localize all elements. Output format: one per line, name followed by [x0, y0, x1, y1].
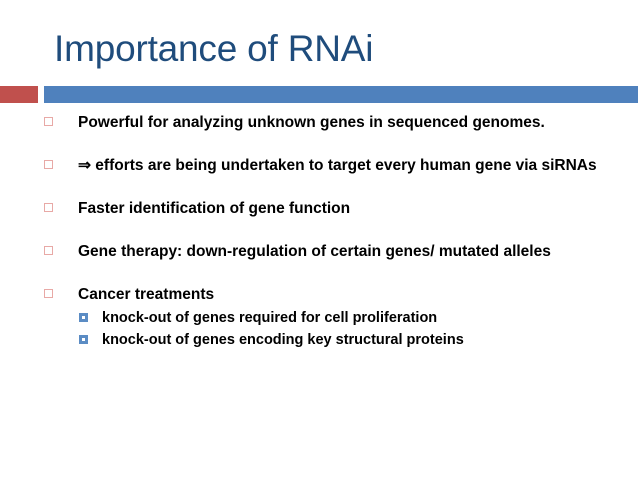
bullet-group: Powerful for analyzing unknown genes in … — [0, 112, 638, 133]
sub-bullet-text: knock-out of genes encoding key structur… — [102, 332, 464, 348]
list-item: Cancer treatments — [0, 284, 638, 305]
bullet-group: Gene therapy: down-regulation of certain… — [0, 241, 638, 262]
bullet-group: Faster identification of gene function — [0, 198, 638, 219]
sub-list-item: knock-out of genes encoding key structur… — [0, 330, 638, 350]
filled-square-bullet-icon — [79, 313, 88, 322]
title-divider — [0, 86, 638, 103]
filled-square-bullet-icon — [79, 335, 88, 344]
bullet-text: Powerful for analyzing unknown genes in … — [78, 114, 545, 131]
sub-list-item: knock-out of genes required for cell pro… — [0, 308, 638, 328]
list-item: ⇒ efforts are being undertaken to target… — [0, 155, 638, 176]
hollow-square-bullet-icon — [44, 203, 53, 212]
bullet-group: ⇒ efforts are being undertaken to target… — [0, 155, 638, 176]
list-item: Powerful for analyzing unknown genes in … — [0, 112, 638, 133]
hollow-square-bullet-icon — [44, 289, 53, 298]
list-item: Gene therapy: down-regulation of certain… — [0, 241, 638, 262]
hollow-square-bullet-icon — [44, 117, 53, 126]
bullet-text: Cancer treatments — [78, 286, 215, 303]
page-title: Importance of RNAi — [54, 28, 374, 69]
divider-accent-block — [0, 86, 38, 103]
bullet-text: Gene therapy: down-regulation of certain… — [78, 243, 551, 260]
sub-bullet-text: knock-out of genes required for cell pro… — [102, 310, 438, 326]
hollow-square-bullet-icon — [44, 160, 53, 169]
divider-main-bar — [44, 86, 638, 103]
bullet-text: Faster identification of gene function — [78, 200, 351, 217]
sub-bullet-list: knock-out of genes required for cell pro… — [0, 308, 638, 350]
bullet-group: Cancer treatments knock-out of genes requ… — [0, 284, 638, 350]
bullet-text: ⇒ efforts are being undertaken to target… — [78, 157, 597, 174]
hollow-square-bullet-icon — [44, 246, 53, 255]
slide-body: Powerful for analyzing unknown genes in … — [0, 112, 638, 352]
list-item: Faster identification of gene function — [0, 198, 638, 219]
